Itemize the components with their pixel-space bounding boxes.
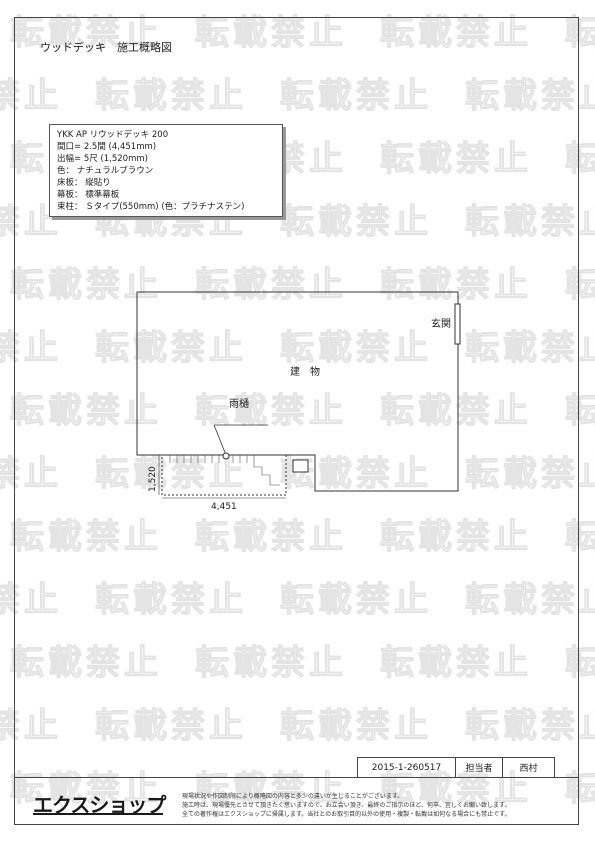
doc-number: 2015-1-260517 [358,758,456,777]
footer-notes: 現場状況や作図制限により概略図の内容と多少の違いが生じることがございます。 施工… [182,792,511,819]
deck-boards [169,455,280,486]
footer-divider [14,777,579,778]
width-dimension-label: 4,451 [211,502,237,512]
spec-width: 間口= 2.5間 (4,451mm) [57,142,157,152]
outdoor-box [292,459,309,473]
spec-fascia: 幕板： 標準幕板 [57,190,120,200]
document-title: ウッドデッキ 施工概略図 [40,41,172,54]
person-label: 担当者 [456,758,504,777]
page-frame [14,17,579,825]
spec-floorboard: 床板： 縦貼り [57,178,111,188]
spec-depth: 出幅= 5尺 (1,520mm) [57,154,148,164]
stamp-table: 2015-1-260517 担当者 西村 [357,757,555,777]
person-name: 西村 [519,764,538,774]
entrance-door [454,303,461,345]
spec-post: 束柱： Ｓタイプ(550mm) (色：プラチナステン) [57,202,245,212]
spec-box: YKK AP リウッドデッキ 200 間口= 2.5間 (4,451mm) 出幅… [49,124,283,217]
note-line: 全ての著作権はエクスショップに帰属します。当社とのお取引目的以外の使用・複製・転… [182,811,511,818]
note-line: 施工時は、現場優先とさせて頂きたく思いますので、お立会い頂き、最終のご指示のほど… [182,802,511,809]
gutter-leader [213,424,227,456]
building-label: 建 物 [290,365,320,378]
spec-product: YKK AP リウッドデッキ 200 [57,130,169,140]
depth-dimension-label: 1,520 [148,466,158,492]
gutter-label: 雨樋 [229,397,249,410]
entrance-label: 玄関 [431,317,451,330]
spec-color: 色： ナチュラルブラウン [57,166,154,176]
gutter-downspout [222,452,230,460]
logo-underline [33,813,163,815]
note-line: 現場状況や作図制限により概略図の内容と多少の違いが生じることがございます。 [182,793,404,800]
building-outline [136,291,459,492]
